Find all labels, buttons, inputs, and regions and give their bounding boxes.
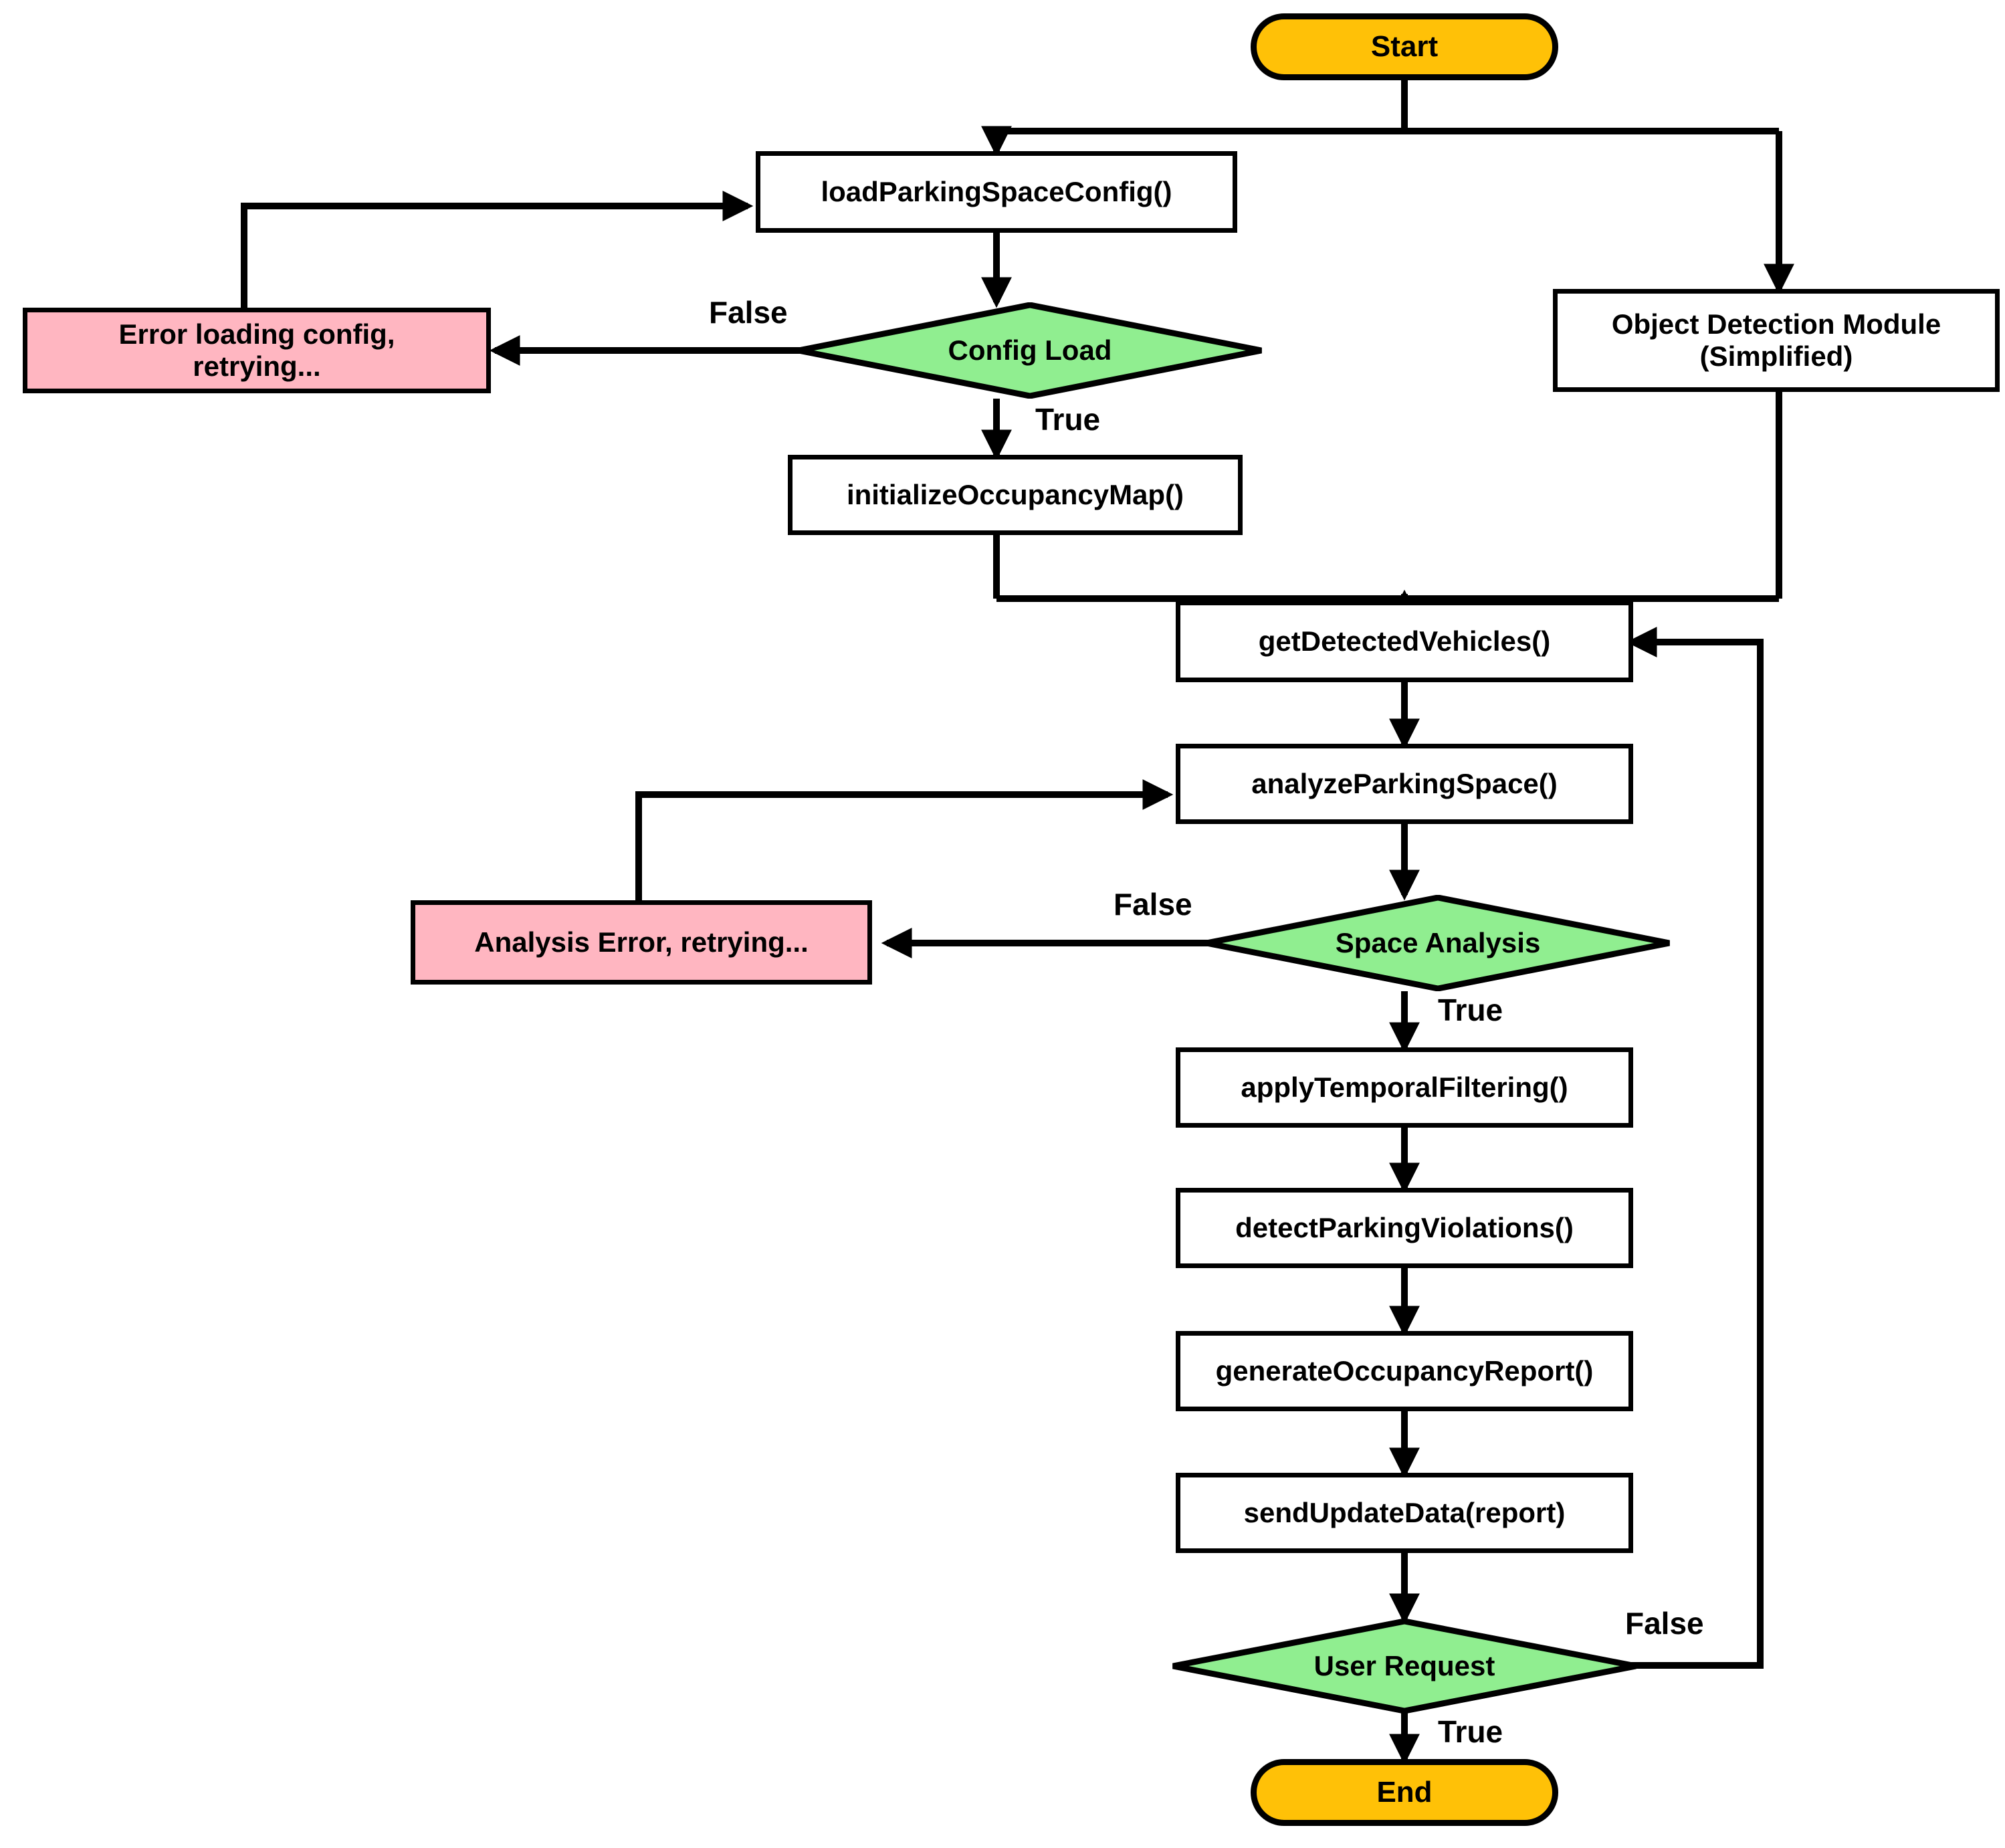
node-analysis-error-label: Analysis Error, retrying... xyxy=(474,926,809,958)
node-config-error[interactable]: Error loading config, retrying... xyxy=(23,308,491,393)
node-object-detection-module-line2: (Simplified) xyxy=(1699,340,1853,372)
node-object-detection-module[interactable]: Object Detection Module (Simplified) xyxy=(1553,289,2000,392)
node-space-analysis-label: Space Analysis xyxy=(1335,926,1541,958)
edge-config-error-retry xyxy=(241,191,754,308)
edge-analysis-error-retry xyxy=(635,779,1174,900)
node-user-request-label: User Request xyxy=(1313,1649,1495,1681)
node-user-request-decision[interactable]: User Request xyxy=(1170,1619,1639,1714)
node-end[interactable]: End xyxy=(1251,1759,1558,1826)
edge-label-config-false: False xyxy=(709,295,788,330)
node-load-parking-space-config[interactable]: loadParkingSpaceConfig() xyxy=(756,151,1237,233)
node-send-update-data[interactable]: sendUpdateData(report) xyxy=(1176,1473,1633,1553)
edge-label-analysis-false: False xyxy=(1114,887,1192,922)
node-space-analysis-decision[interactable]: Space Analysis xyxy=(1204,895,1672,991)
node-send-update-data-label: sendUpdateData(report) xyxy=(1243,1496,1566,1528)
node-start-label: Start xyxy=(1370,29,1439,63)
node-object-detection-module-line1: Object Detection Module xyxy=(1611,308,1941,340)
node-analyze-parking-space-label: analyzeParkingSpace() xyxy=(1251,767,1558,799)
node-config-error-line2: retrying... xyxy=(193,350,321,382)
edge-label-request-false: False xyxy=(1625,1606,1704,1641)
node-apply-temporal-filtering-label: applyTemporalFiltering() xyxy=(1241,1071,1568,1103)
node-get-detected-vehicles-label: getDetectedVehicles() xyxy=(1258,625,1551,657)
node-initialize-occupancy-map[interactable]: initializeOccupancyMap() xyxy=(788,455,1243,535)
node-generate-occupancy-report-label: generateOccupancyReport() xyxy=(1215,1354,1594,1387)
node-detect-parking-violations-label: detectParkingViolations() xyxy=(1235,1211,1574,1243)
node-config-load-label: Config Load xyxy=(948,334,1112,366)
node-initialize-occupancy-map-label: initializeOccupancyMap() xyxy=(846,478,1184,510)
edge-label-config-true: True xyxy=(1035,402,1101,437)
edge-label-analysis-true: True xyxy=(1438,993,1503,1027)
node-get-detected-vehicles[interactable]: getDetectedVehicles() xyxy=(1176,601,1633,682)
node-apply-temporal-filtering[interactable]: applyTemporalFiltering() xyxy=(1176,1047,1633,1128)
node-detect-parking-violations[interactable]: detectParkingViolations() xyxy=(1176,1188,1633,1268)
node-load-parking-space-config-label: loadParkingSpaceConfig() xyxy=(821,175,1172,207)
node-config-load-decision[interactable]: Config Load xyxy=(796,302,1264,399)
node-end-label: End xyxy=(1376,1775,1433,1809)
node-analyze-parking-space[interactable]: analyzeParkingSpace() xyxy=(1176,744,1633,824)
edge-label-request-true: True xyxy=(1438,1714,1503,1749)
node-generate-occupancy-report[interactable]: generateOccupancyReport() xyxy=(1176,1331,1633,1411)
node-config-error-line1: Error loading config, xyxy=(118,318,395,350)
node-start[interactable]: Start xyxy=(1251,13,1558,80)
node-analysis-error[interactable]: Analysis Error, retrying... xyxy=(411,900,872,985)
